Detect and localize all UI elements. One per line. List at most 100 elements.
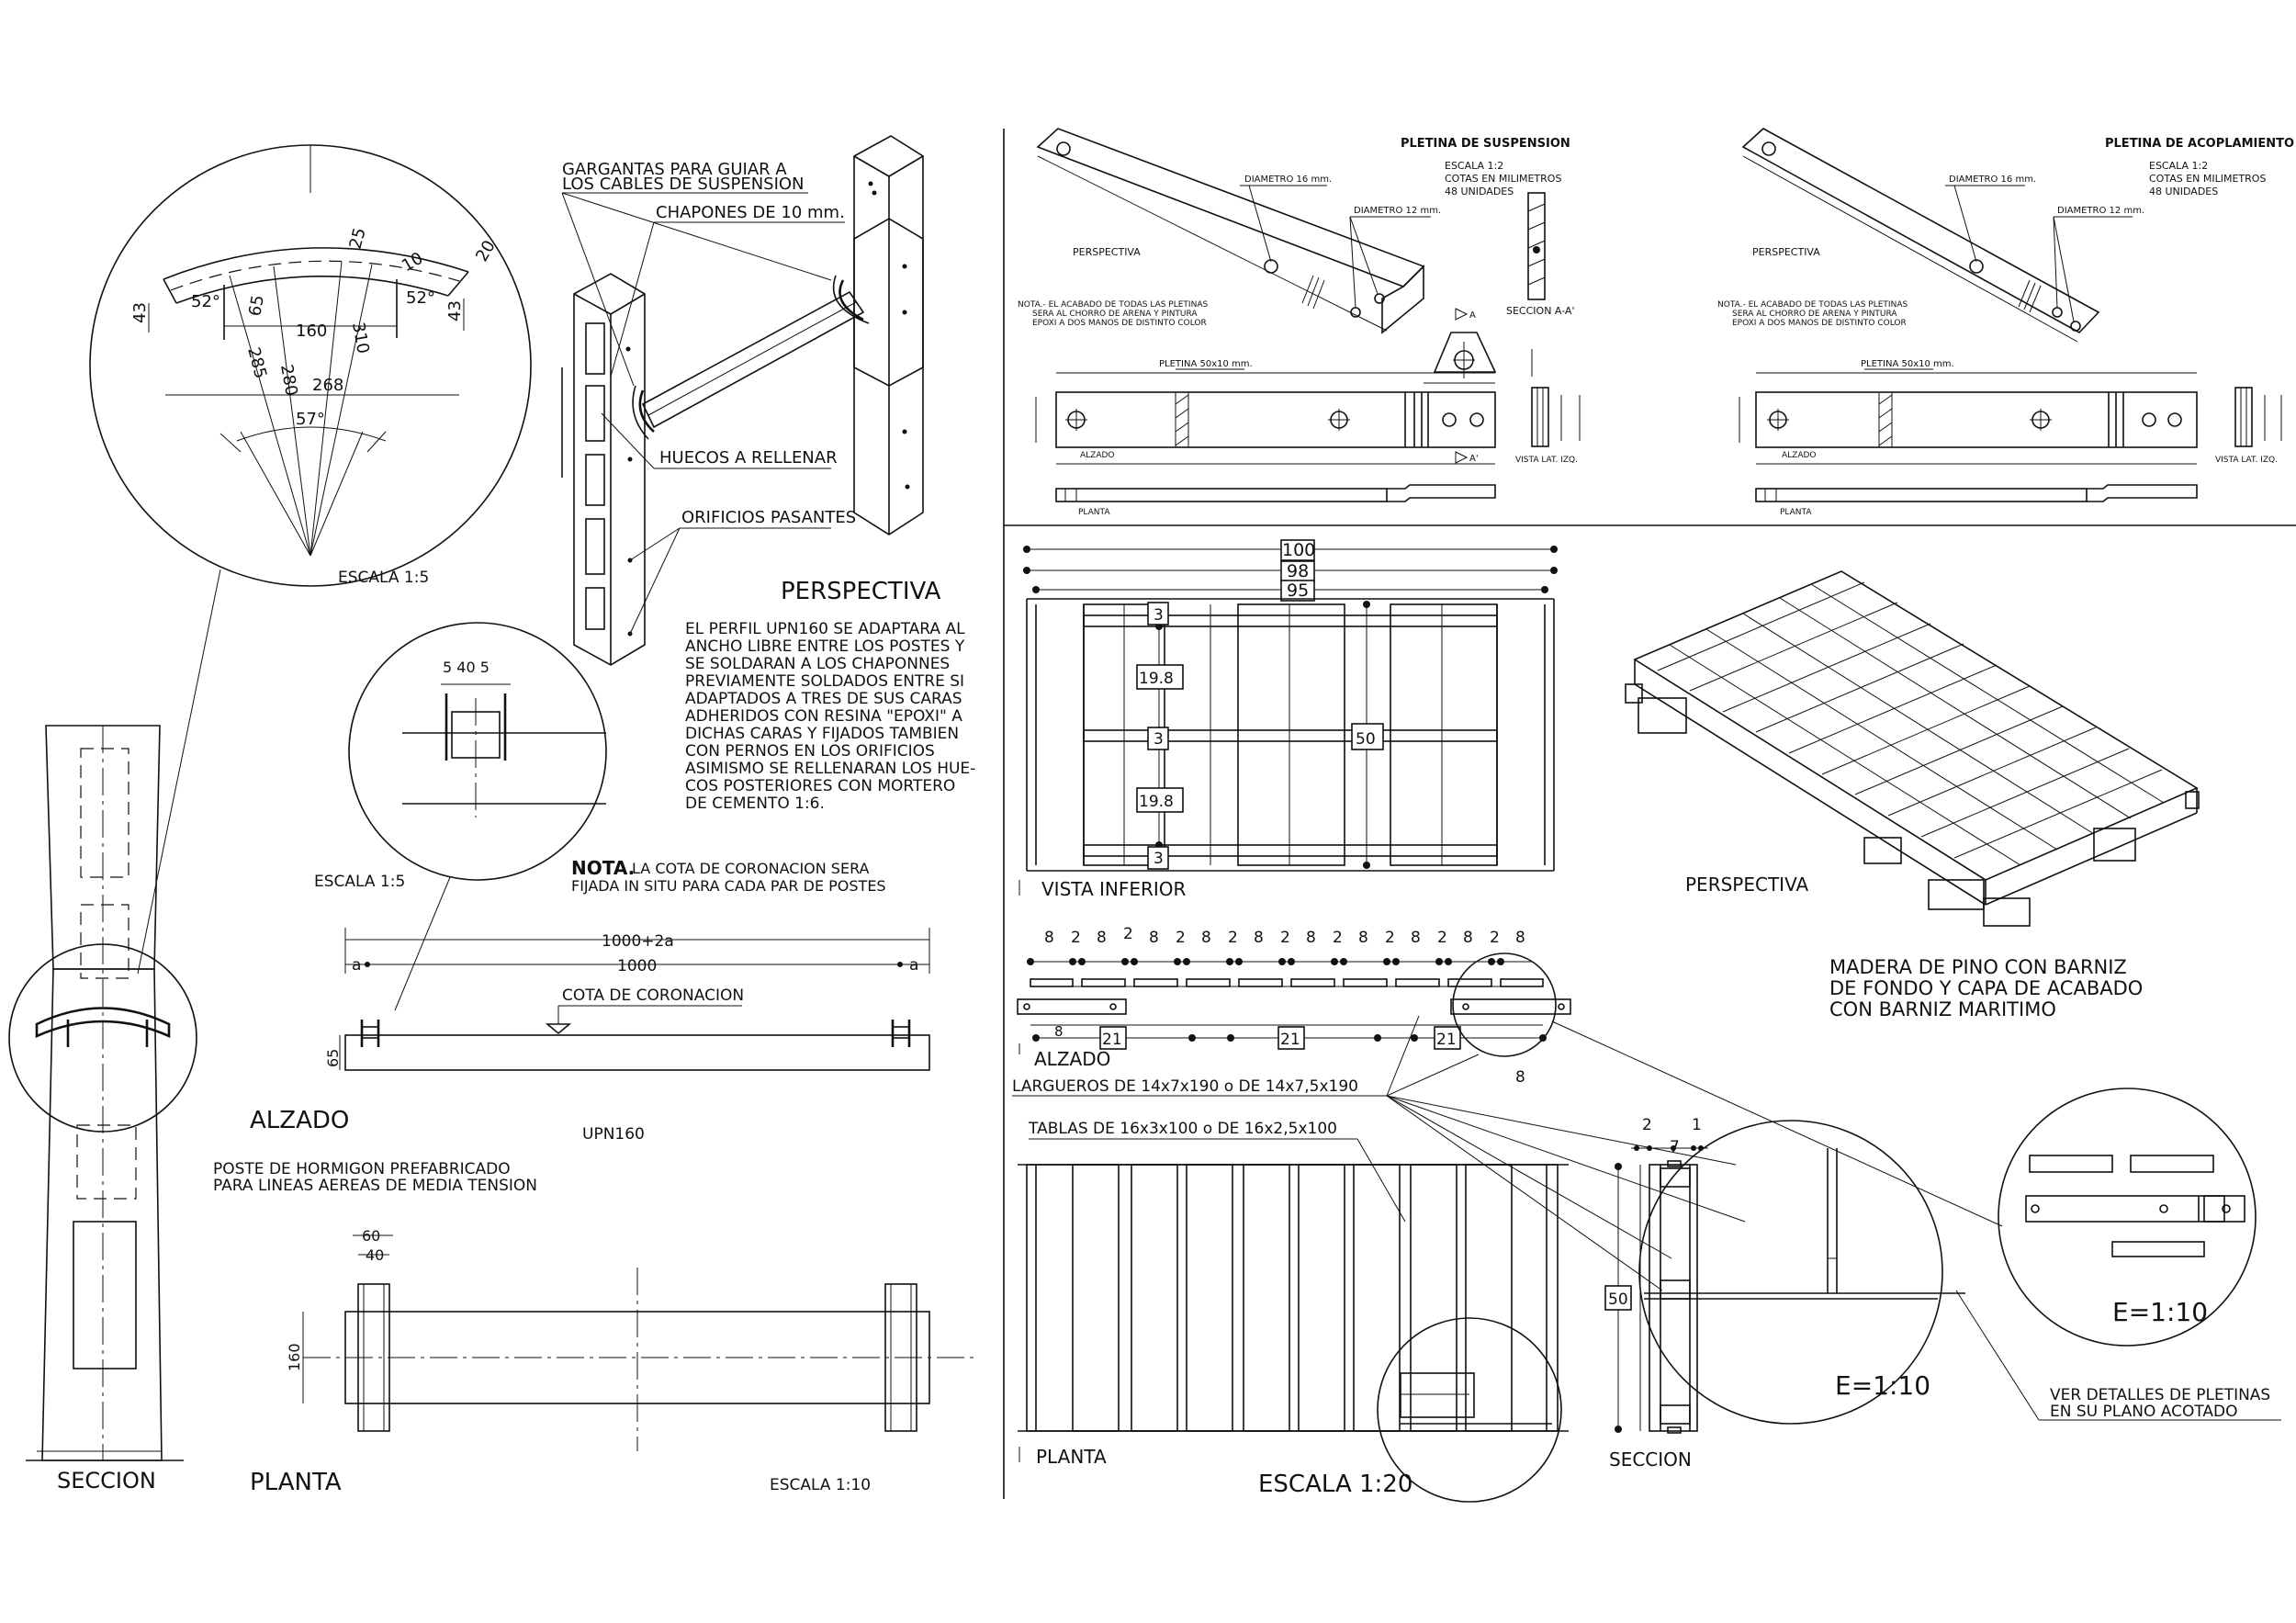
desc-line-3: SE SOLDARAN A LOS CHAPONNES bbox=[685, 655, 950, 673]
dim-280: 280 bbox=[276, 363, 301, 397]
dim-57: 57° bbox=[296, 410, 325, 429]
dim-98: 98 bbox=[1287, 561, 1309, 581]
pletina-acop-diam16: DIAMETRO 16 mm. bbox=[1949, 175, 2036, 185]
pallet-perspective: PERSPECTIVA bbox=[1625, 570, 2200, 927]
scale-1-10: ESCALA 1:10 bbox=[770, 1476, 871, 1494]
desc-line-9: ASIMISMO SE RELLENARAN LOS HUE- bbox=[685, 760, 975, 778]
pletina-susp-vista: VISTA LAT. IZQ. bbox=[1515, 456, 1578, 465]
alz-dim-0: 8 bbox=[1044, 929, 1054, 947]
dim-50-vista: 50 bbox=[1356, 730, 1376, 749]
pletina-acop-vista: VISTA LAT. IZQ. bbox=[2215, 456, 2278, 465]
largueros-label: LARGUEROS DE 14x7x190 o DE 14x7,5x190 bbox=[1012, 1077, 1358, 1096]
pletina-susp-diam16: DIAMETRO 16 mm. bbox=[1244, 175, 1332, 185]
pletina-suspension: PLETINA DE SUSPENSION ESCALA 1:2 COTAS E… bbox=[1018, 128, 1581, 517]
seccion-dim-2: 2 bbox=[1642, 1116, 1652, 1134]
pletina-susp-nota-2: SERA AL CHORRO DE ARENA Y PINTURA bbox=[1032, 310, 1198, 319]
desc-line-10: COS POSTERIORES CON MORTERO bbox=[685, 777, 955, 795]
pletina-susp-info-2: COTAS EN MILIMETROS bbox=[1445, 173, 1561, 185]
alz-dim-18: 8 bbox=[1515, 929, 1525, 947]
pletina-acoplamiento: PLETINA DE ACOPLAMIENTO ESCALA 1:2 COTAS… bbox=[1717, 128, 2294, 517]
detail-e110-left: E=1:10 bbox=[1377, 1120, 1965, 1503]
beam-alzado: 1000+2a 1000 a a COTA DE CORONACION 65 U… bbox=[213, 928, 930, 1195]
dim-25: 25 bbox=[346, 226, 370, 252]
alz-dim-11: 2 bbox=[1333, 929, 1343, 947]
detail-circle-small: 5 40 5 ESCALA 1:5 bbox=[314, 622, 607, 1011]
alz-dim-21c: 21 bbox=[1436, 1031, 1457, 1049]
sheet-dividers bbox=[1003, 129, 2296, 1499]
pletina-acop-nota-1: NOTA.- EL ACABADO DE TODAS LAS PLETINAS bbox=[1717, 300, 1908, 310]
pallet-planta-title: PLANTA bbox=[1036, 1446, 1107, 1468]
dim-285: 285 bbox=[243, 345, 270, 381]
seccion-dim-50: 50 bbox=[1608, 1291, 1628, 1309]
callout-huecos: HUECOS A RELLENAR bbox=[659, 448, 838, 468]
marker-a-prime: A' bbox=[1469, 454, 1479, 464]
pallet-vista-inferior: 100 98 95 3 19.8 3 bbox=[1019, 539, 1558, 900]
alz-dim-5: 2 bbox=[1176, 929, 1186, 947]
pletina-susp-seccion: SECCION A-A' bbox=[1506, 305, 1574, 317]
alz-dim-15: 2 bbox=[1437, 929, 1447, 947]
marker-a: A bbox=[1469, 310, 1476, 321]
dim-100: 100 bbox=[1282, 540, 1315, 560]
dim-1000: 1000 bbox=[617, 957, 657, 975]
alz-dim-21a: 21 bbox=[1102, 1031, 1122, 1049]
seccion-label: SECCION bbox=[57, 1468, 156, 1493]
dim-a-right: a bbox=[909, 956, 918, 975]
callout-gargantas-1: GARGANTAS PARA GUIAR A bbox=[562, 160, 787, 179]
desc-line-7: DICHAS CARAS Y FIJADOS TAMBIEN bbox=[685, 725, 959, 743]
dim-1000-2a: 1000+2a bbox=[602, 932, 674, 951]
dim-52-left: 52° bbox=[191, 292, 220, 311]
planta-title: PLANTA bbox=[250, 1469, 342, 1496]
alz-dim-2: 8 bbox=[1097, 929, 1107, 947]
dim-52-right: 52° bbox=[406, 288, 435, 308]
pletina-acop-info-2: COTAS EN MILIMETROS bbox=[2149, 173, 2266, 185]
pletina-acop-alzado: ALZADO bbox=[1782, 451, 1817, 460]
dim-43-left: 43 bbox=[130, 302, 150, 323]
ver-line-2: EN SU PLANO ACOTADO bbox=[2050, 1403, 2238, 1421]
ver-line-1: VER DETALLES DE PLETINAS bbox=[2050, 1386, 2270, 1404]
desc-line-4: PREVIAMENTE SOLDADOS ENTRE SI bbox=[685, 672, 964, 691]
scale-1-5-large: ESCALA 1:5 bbox=[338, 569, 429, 587]
dim-310: 310 bbox=[348, 321, 373, 355]
pletina-acop-diam12: DIAMETRO 12 mm. bbox=[2057, 206, 2144, 216]
dim-95: 95 bbox=[1287, 580, 1309, 601]
dim-3-top: 3 bbox=[1154, 606, 1164, 625]
callout-gargantas-2: LOS CABLES DE SUSPENSION bbox=[562, 175, 805, 194]
dim-268: 268 bbox=[312, 376, 343, 395]
alz-dim-8-left: 8 bbox=[1054, 1023, 1064, 1040]
dim-19-8-bottom: 19.8 bbox=[1139, 793, 1174, 811]
pletina-acop-nota-3: EPOXI A DOS MANOS DE DISTINTO COLOR bbox=[1732, 319, 1907, 328]
nota-line-2: FIJADA IN SITU PARA CADA PAR DE POSTES bbox=[571, 877, 886, 895]
e110-right-label: E=1:10 bbox=[2112, 1297, 2208, 1327]
dim-60: 60 bbox=[362, 1227, 380, 1245]
seccion-dim-1: 1 bbox=[1692, 1116, 1702, 1134]
alz-dim-12: 8 bbox=[1358, 929, 1368, 947]
alz-dim-9: 2 bbox=[1280, 929, 1290, 947]
dim-20: 20 bbox=[472, 237, 500, 265]
ver-detalles-note: VER DETALLES DE PLETINAS EN SU PLANO ACO… bbox=[1955, 1290, 2281, 1421]
material-line-3: CON BARNIZ MARITIMO bbox=[1829, 998, 2056, 1020]
pletina-acop-info-3: 48 UNIDADES bbox=[2149, 186, 2218, 197]
pletina-susp-pletina: PLETINA 50x10 mm. bbox=[1159, 359, 1253, 369]
pletina-susp-info-1: ESCALA 1:2 bbox=[1445, 160, 1503, 172]
poste-line-1: POSTE DE HORMIGON PREFABRICADO bbox=[213, 1160, 511, 1178]
pallet-planta: PLANTA bbox=[1018, 1164, 1569, 1468]
pletina-susp-nota-3: EPOXI A DOS MANOS DE DISTINTO COLOR bbox=[1032, 319, 1207, 328]
dim-19-8-top: 19.8 bbox=[1139, 670, 1174, 688]
dim-43-right: 43 bbox=[445, 300, 465, 321]
pletina-susp-title: PLETINA DE SUSPENSION bbox=[1401, 137, 1570, 151]
cota-coronacion: COTA DE CORONACION bbox=[562, 986, 744, 1005]
pletina-acop-info-1: ESCALA 1:2 bbox=[2149, 160, 2208, 172]
alz-dim-3: 2 bbox=[1123, 925, 1133, 943]
callout-chapones: CHAPONES DE 10 mm. bbox=[656, 203, 845, 222]
pletina-susp-info-3: 48 UNIDADES bbox=[1445, 186, 1514, 197]
detail-e110-right: E=1:10 bbox=[1998, 1088, 2257, 1347]
dim-65-height: 65 bbox=[324, 1049, 342, 1067]
perspectiva-title: PERSPECTIVA bbox=[781, 578, 941, 605]
scale-1-5-small: ESCALA 1:5 bbox=[314, 873, 405, 891]
dim-160: 160 bbox=[296, 321, 327, 341]
pletina-susp-diam12: DIAMETRO 12 mm. bbox=[1354, 206, 1441, 216]
dim-3-mid: 3 bbox=[1154, 730, 1164, 749]
description-text: EL PERFIL UPN160 SE ADAPTARA AL ANCHO LI… bbox=[685, 620, 975, 813]
desc-line-8: CON PERNOS EN LOS ORIFICIOS bbox=[685, 742, 935, 761]
tablas-note: TABLAS DE 16x3x100 o DE 16x2,5x100 bbox=[1028, 1095, 1746, 1291]
